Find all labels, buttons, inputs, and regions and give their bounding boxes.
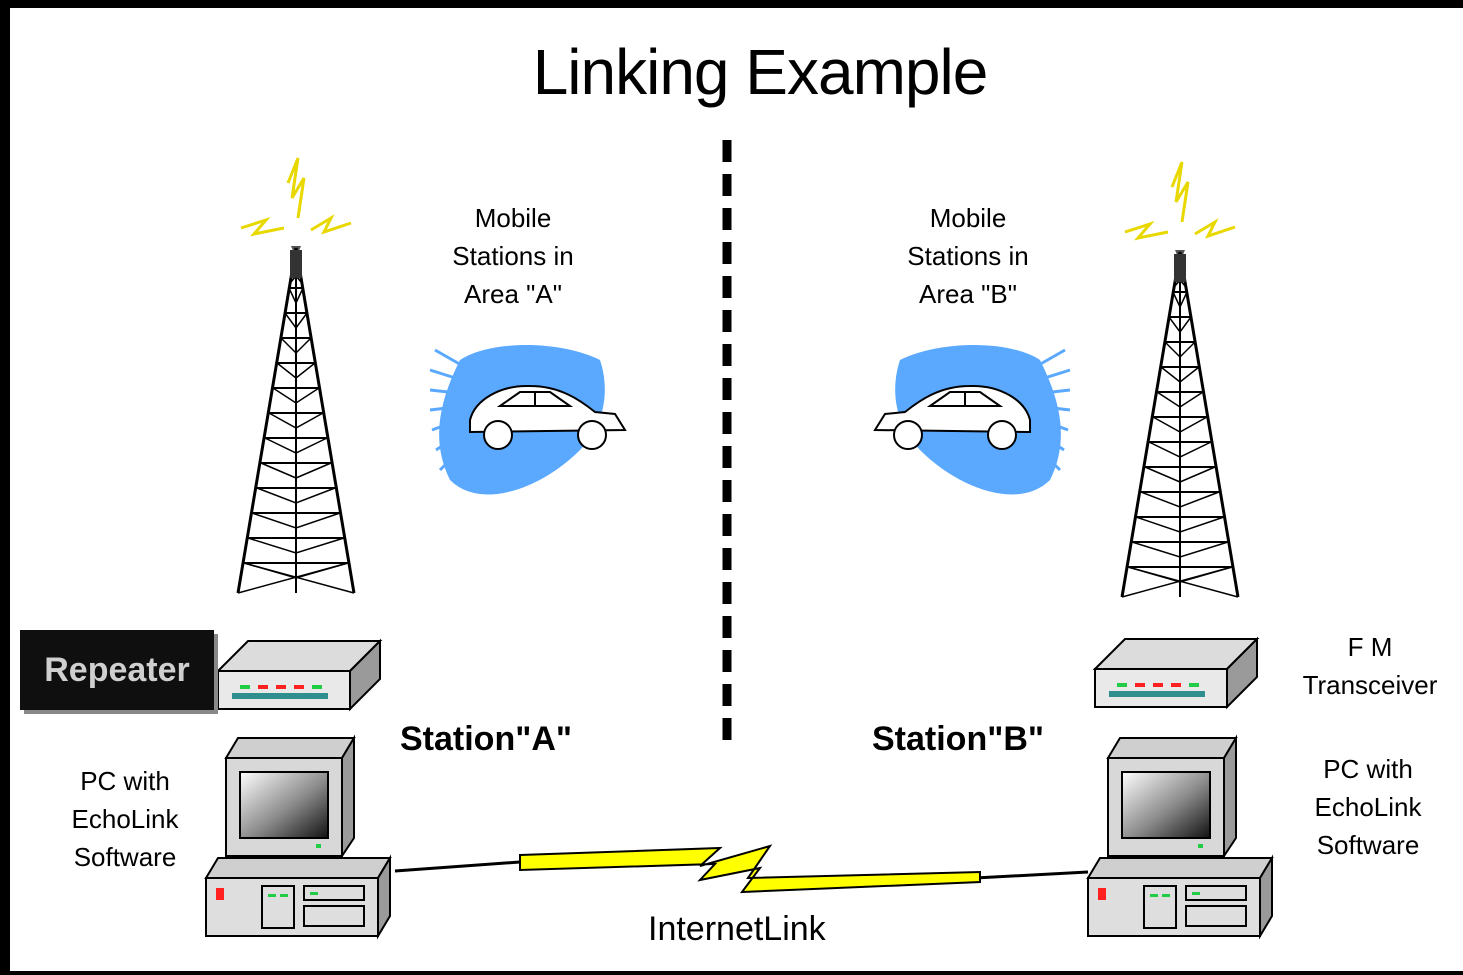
- pc-a-icon: [205, 737, 391, 937]
- mobile-car-a-icon: [428, 343, 627, 496]
- transceiver-line2: Transceiver: [1302, 670, 1438, 700]
- mobile-car-b-icon: [873, 343, 1072, 496]
- page-title: Linking Example: [532, 36, 989, 108]
- pc-a-line3: Software: [73, 842, 177, 872]
- pc-a-line1: PC with: [80, 766, 170, 796]
- pc-a-label: PC with EchoLink Software: [40, 762, 210, 876]
- mobile-b-line1: Mobile: [929, 203, 1007, 233]
- mobile-b-line2: Stations in: [907, 241, 1029, 271]
- tower-b-icon: [1120, 248, 1240, 599]
- mobile-b-line3: Area "B": [919, 279, 1017, 309]
- signal-spark-a-icon: [239, 156, 353, 236]
- internet-link-label: InternetLink: [648, 910, 826, 948]
- station-a-label: Station"A": [400, 720, 573, 758]
- internet-link-bolt-icon: [394, 844, 1089, 894]
- mobile-a-line2: Stations in: [452, 241, 574, 271]
- repeater-label: Repeater: [20, 630, 214, 710]
- pc-a-line2: EchoLink: [71, 804, 179, 834]
- mobile-a-line3: Area "A": [464, 279, 562, 309]
- fm-transceiver-device-icon: [1094, 638, 1258, 708]
- tower-a-icon: [236, 244, 356, 595]
- station-b-label: Station"B": [872, 720, 1045, 758]
- pc-b-label: PC with EchoLink Software: [1283, 750, 1453, 864]
- pc-b-line1: PC with: [1323, 754, 1413, 784]
- pc-b-line2: EchoLink: [1314, 792, 1422, 822]
- pc-b-icon: [1087, 737, 1273, 937]
- fm-transceiver-label: F M Transceiver: [1275, 628, 1463, 704]
- pc-b-line3: Software: [1316, 830, 1420, 860]
- repeater-device-icon: [217, 640, 381, 710]
- mobile-stations-a-label: Mobile Stations in Area "A": [403, 199, 623, 313]
- mobile-a-line1: Mobile: [474, 203, 552, 233]
- transceiver-line1: F M: [1347, 632, 1393, 662]
- mobile-stations-b-label: Mobile Stations in Area "B": [858, 199, 1078, 313]
- signal-spark-b-icon: [1123, 160, 1237, 240]
